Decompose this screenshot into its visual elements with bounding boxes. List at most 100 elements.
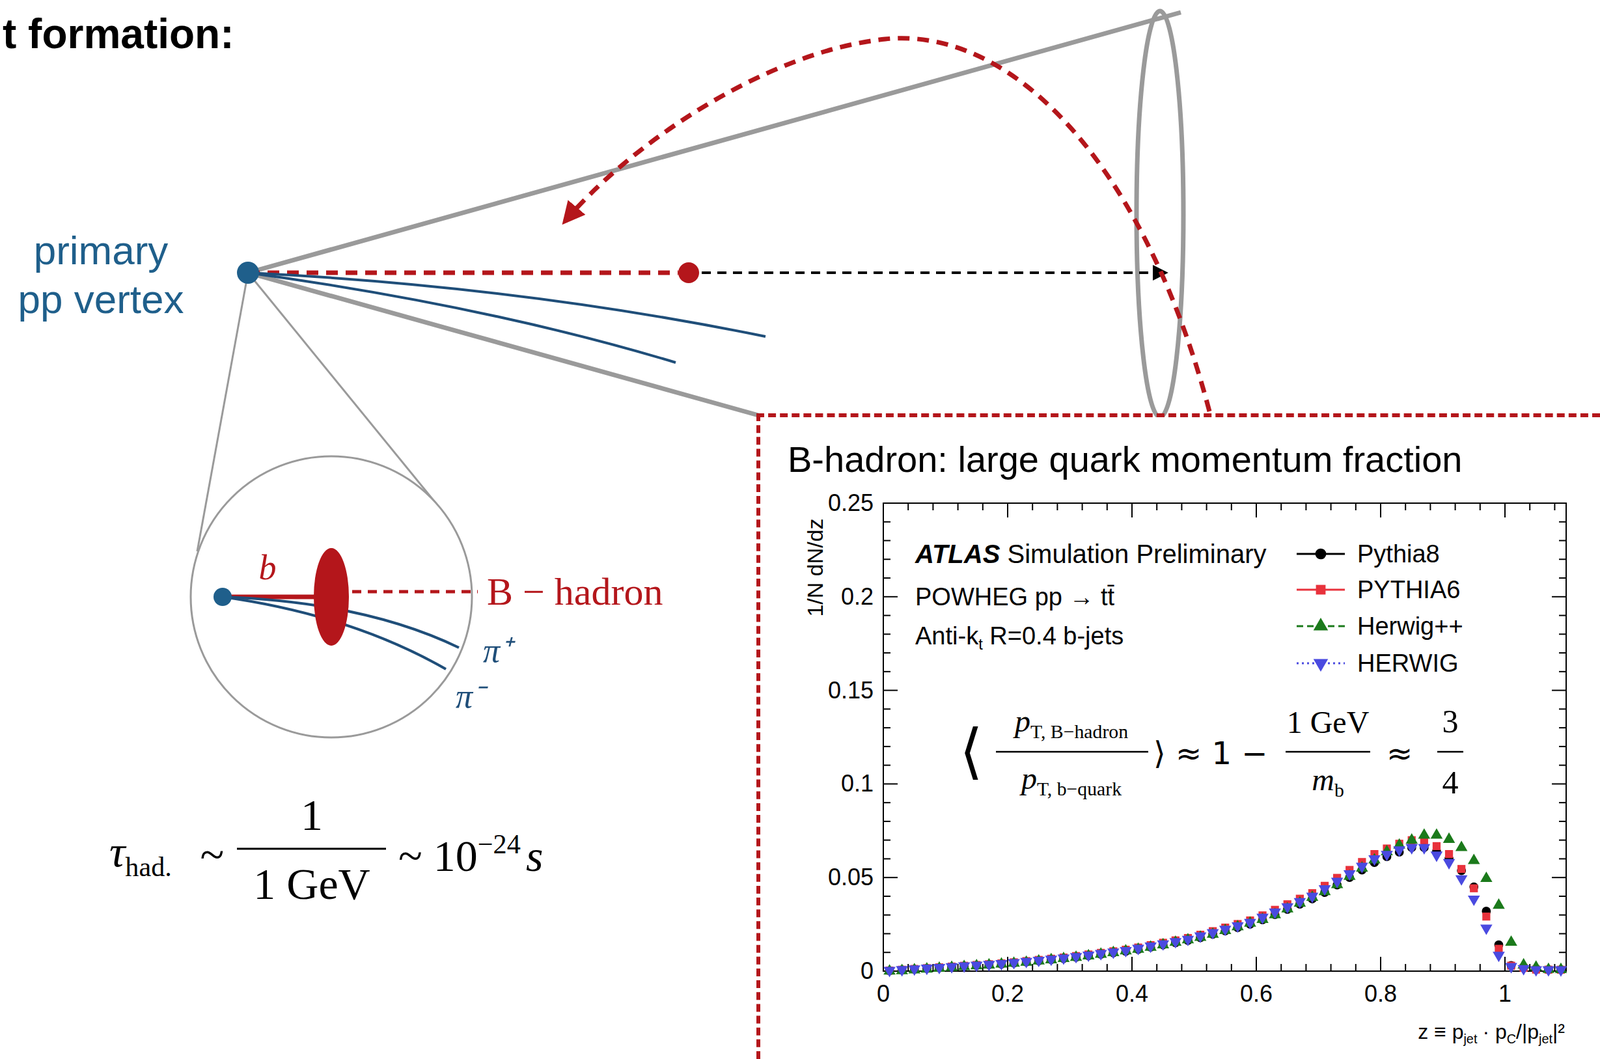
axis-tick [1404,503,1407,511]
label-text: had. [124,850,172,882]
formula-term: τhad. [109,829,172,881]
label-text: /|p [1516,1020,1539,1044]
label-text: · p [1482,1020,1507,1044]
inset-vertex [213,587,232,607]
formula-term: pT, b−quark [1021,762,1122,799]
data-marker [1393,846,1406,857]
data-marker [1529,965,1543,977]
data-marker [1144,942,1157,953]
tick-label: 0.05 [827,865,874,890]
axis-tick [1553,964,1556,972]
data-marker [1405,844,1418,855]
panel-heading: B-hadron: large quark momentum fraction [787,439,1587,480]
data-marker [1119,947,1132,958]
axis-ticks [883,503,1567,972]
axis-tick [1558,727,1567,729]
axis-title: z ≡ pjet· pC/|pjet|² [1417,1021,1565,1047]
label-text: 1/N dN/dz [802,518,828,617]
axis-tick [883,745,891,748]
data-marker [1504,963,1518,974]
data-marker [1306,893,1319,904]
axis-tick [1404,964,1407,972]
legend-samples [1296,548,1345,672]
axis-tick [1180,503,1183,511]
pion-track [248,272,766,337]
axis-tick [1551,783,1567,785]
hadron-label: B − hadron [486,572,663,612]
axis-tick [1529,503,1531,511]
axis-tick [1355,503,1357,511]
data-marker [1418,827,1431,839]
label-text: z ≡ p [1417,1020,1464,1044]
label-text: π⁺ [482,632,512,670]
axis-tick [883,577,891,579]
axis-tick [883,521,891,523]
label-text: 0 [876,980,890,1007]
data-marker [1430,827,1444,839]
formula-term: 1 [300,792,323,838]
axis-tick [907,964,909,972]
tick-label: 0.2 [991,982,1024,1006]
axis-tick [883,708,891,710]
data-marker [1331,878,1344,889]
label-text: b [1334,779,1345,802]
decay-vertex [678,262,700,284]
axis-tick [883,540,891,542]
data-marker [1243,919,1257,930]
label-text: 0.8 [1364,980,1397,1007]
legend-marker [1315,548,1327,560]
data-marker [1457,865,1466,873]
axis-tick [982,503,984,511]
legend-marker [1316,585,1326,595]
label-text: ⟨ [959,716,983,787]
axis-tick [883,951,891,953]
legend-marker [1313,658,1329,672]
data-marker [1467,895,1481,907]
data-marker [970,961,983,972]
axis-tick [883,839,891,842]
label-text: |² [1552,1020,1565,1044]
label-text: 0.2 [841,583,874,610]
data-marker [1445,850,1453,858]
axis-tick [1330,503,1332,511]
axis-tick [883,615,891,617]
data-marker [1455,875,1468,886]
axis-tick [883,558,891,560]
tick-label: 0.25 [827,491,874,515]
label-text: 0.05 [827,863,874,891]
axis-tick [1558,857,1567,860]
data-marker [995,960,1008,971]
axis-tick [883,895,891,897]
data-marker [1182,936,1195,947]
axis-tick [1558,951,1567,953]
tick-label: 0.2 [841,585,874,609]
axis-tick [1330,964,1332,972]
label-text: s [525,831,543,882]
inset-circle [190,456,472,738]
axis-tick [1180,964,1183,972]
axis-tick [1558,671,1567,673]
data-marker [1542,965,1556,977]
primary-vertex [236,261,260,284]
data-marker [908,965,921,976]
plot-frame [883,503,1567,972]
legend-text: HERWIG [1357,650,1459,676]
data-marker [1455,840,1468,851]
formula-term: ⟩ ≈ 1 − [1153,737,1268,769]
label-text: 0.2 [991,980,1024,1007]
label-text: jet [1538,1031,1553,1047]
data-marker [958,962,971,974]
zoom-arrow [565,38,1210,412]
formula-term: ~ [200,832,225,877]
legend-text: PYTHIA6 [1357,577,1461,603]
axis-tick [1206,964,1208,972]
axis-tick [1006,503,1009,518]
axis-tick [1429,503,1431,511]
label-text: ~ 10 [398,831,478,882]
axis-tick [882,956,884,972]
label-text: 1 [1498,980,1512,1007]
axis-tick [1558,801,1567,804]
data-marker [1020,958,1033,969]
axis-tick [1504,503,1506,518]
data-marker [1480,924,1493,935]
